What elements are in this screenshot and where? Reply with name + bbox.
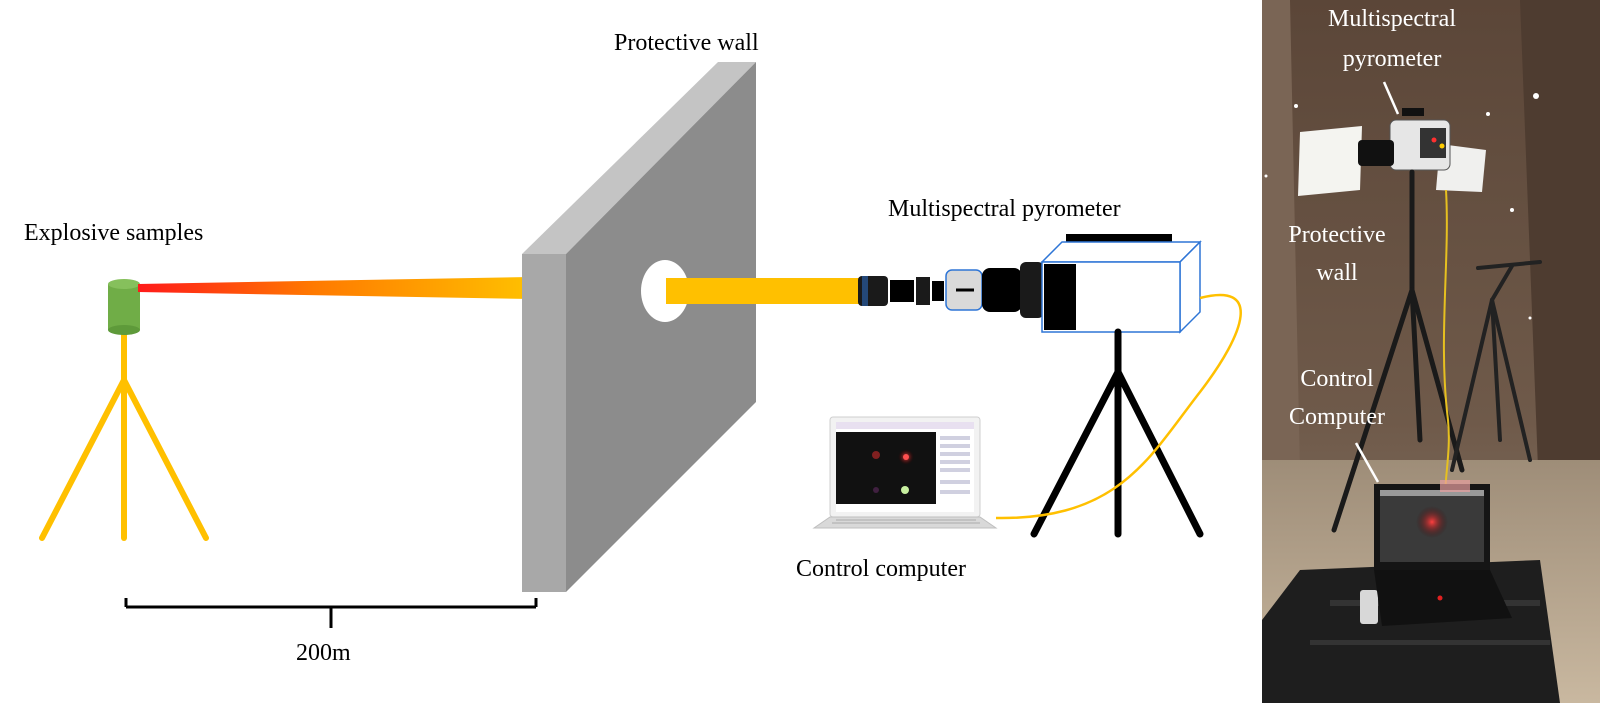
laptop-screen-panel [940,436,970,494]
pyrometer-top-face [1040,241,1202,263]
protective-wall [522,62,756,592]
control-computer-laptop [812,416,998,529]
data-cable [995,293,1242,520]
photo-pointer-lines [1354,81,1400,483]
photo-light-opening-left [1298,126,1362,196]
multispectral-pyrometer-label: Multispectral pyrometer [888,196,1121,222]
pyrometer-body [1040,234,1202,334]
explosive-samples-label: Explosive samples [24,220,203,246]
wall-aperture [641,260,689,322]
photo-computer-label-line2: Computer [1289,404,1385,430]
photo-tripod-pyrometer [1331,169,1465,533]
laptop-keys [832,519,980,524]
explosive-sample-cylinder [108,279,140,335]
photo-pyrometer-label-line1: Multispectral [1328,6,1456,32]
photo-wall-label-line2: wall [1316,260,1358,286]
photo-pyrometer [1358,108,1451,171]
photo-laptop [1374,484,1512,626]
wall-side-face [522,62,756,254]
distance-bracket [124,598,538,628]
distance-label: 200m [296,640,351,666]
photo-labels: Multispectral pyrometer Protective wall … [1288,6,1456,430]
photo-tripod-secondary [1450,260,1542,472]
wall-front-face [522,254,566,592]
schematic-diagram: Explosive samples Protective wall [24,30,1242,666]
sample-tripod [39,327,209,541]
wall-right-face [566,62,756,592]
site-photograph: Multispectral pyrometer Protective wall … [1262,0,1600,703]
pyrometer-lens-assembly [858,262,1044,318]
laptop-screen-image [836,432,936,504]
control-computer-label: Control computer [796,556,966,582]
protective-wall-label: Protective wall [614,30,759,56]
photo-wall-label-line1: Protective [1288,222,1385,248]
photo-light-specks [1264,93,1539,320]
photo-computer-label-line1: Control [1300,366,1374,392]
radiation-beam-tapered [138,277,530,299]
pyrometer-tripod [1030,328,1204,538]
radiation-beam-straight [666,278,862,304]
photo-pyrometer-label-line2: pyrometer [1343,46,1442,72]
